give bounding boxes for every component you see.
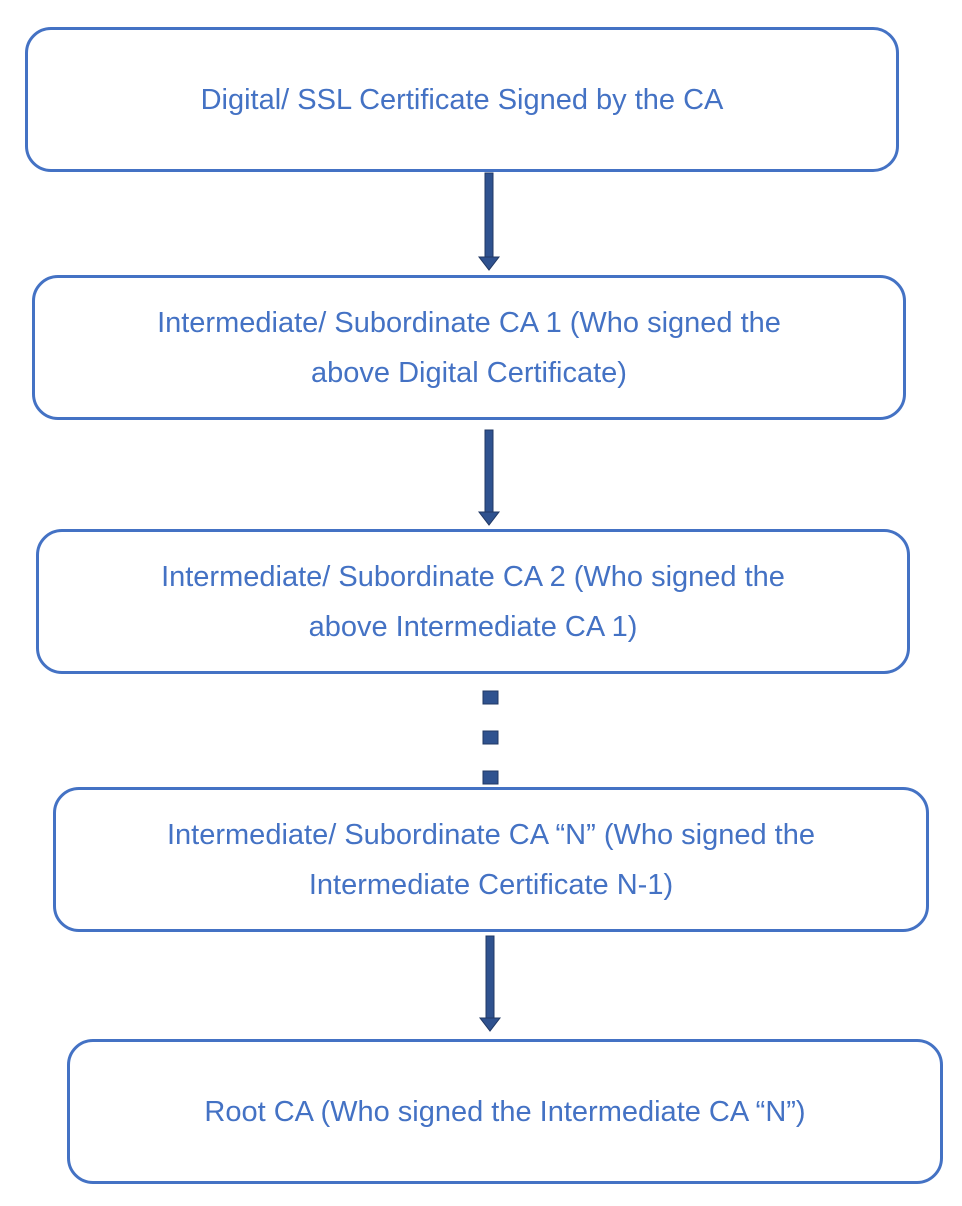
- ellipsis-connector: [482, 690, 499, 785]
- node-root-ca: Root CA (Who signed the Intermediate CA …: [67, 1039, 943, 1184]
- ellipsis-dot: [482, 730, 499, 745]
- arrow-ssl-to-intermediate-1: [477, 172, 501, 271]
- arrow-intermediate-1-to-intermediate-2: [477, 429, 501, 526]
- node-label: Intermediate Certificate N-1): [308, 868, 674, 901]
- node-ssl-certificate: Digital/ SSL Certificate Signed by the C…: [25, 27, 899, 172]
- node-label: Intermediate/ Subordinate CA 1 (Who sign…: [157, 306, 781, 339]
- node-label: above Intermediate CA 1): [308, 610, 638, 643]
- node-label: above Digital Certificate): [311, 356, 627, 389]
- node-label: Intermediate/ Subordinate CA “N” (Who si…: [167, 818, 815, 851]
- ellipsis-dot: [482, 690, 499, 705]
- node-intermediate-ca-2: Intermediate/ Subordinate CA 2 (Who sign…: [36, 529, 910, 674]
- node-label: Root CA (Who signed the Intermediate CA …: [204, 1095, 806, 1128]
- node-intermediate-ca-n: Intermediate/ Subordinate CA “N” (Who si…: [53, 787, 929, 932]
- node-label: Intermediate/ Subordinate CA 2 (Who sign…: [161, 560, 785, 593]
- ellipsis-dot: [482, 770, 499, 785]
- node-intermediate-ca-1: Intermediate/ Subordinate CA 1 (Who sign…: [32, 275, 906, 420]
- node-label: Digital/ SSL Certificate Signed by the C…: [200, 83, 724, 116]
- arrow-intermediate-n-to-root: [478, 935, 502, 1032]
